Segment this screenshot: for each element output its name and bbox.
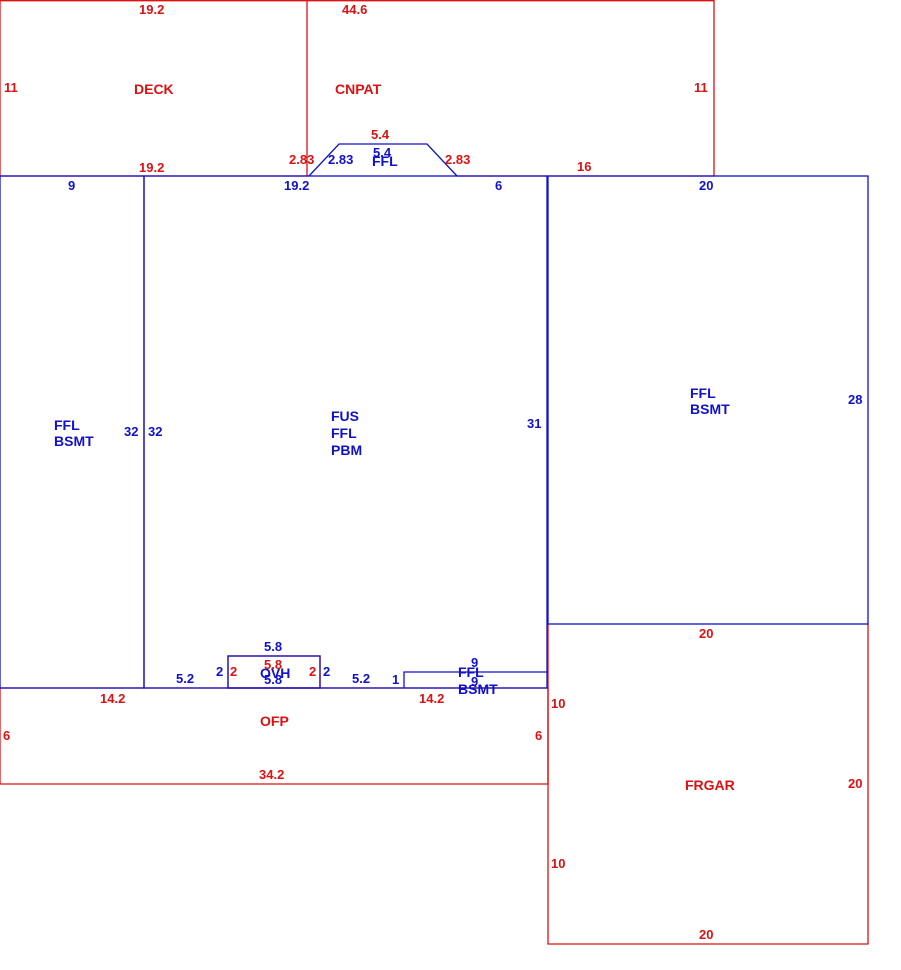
cnpat-label: CNPAT	[335, 81, 382, 97]
ofp-dim-top-right: 14.2	[419, 691, 444, 706]
cnpat-dim-top-bump: 5.4	[371, 127, 390, 142]
ofp-dim-top-left: 14.2	[100, 691, 125, 706]
ovh-dim-right-red: 2	[309, 664, 316, 679]
right-bsmt-outline	[547, 175, 869, 625]
ofp-dim-left: 6	[3, 728, 10, 743]
bump-label: FFL	[372, 153, 398, 169]
main-dim-right: 31	[527, 416, 541, 431]
right-bsmt-dim-top: 20	[699, 178, 713, 193]
ovh-dim-left-blue: 2	[216, 664, 223, 679]
right-bsmt-label-2: BSMT	[690, 401, 730, 417]
main-dim-bottom-right: 5.2	[352, 671, 370, 686]
main-outline	[143, 175, 548, 689]
deck-dim-top: 19.2	[139, 2, 164, 17]
left-bsmt-dim-top: 9	[68, 178, 75, 193]
frgar-label: FRGAR	[685, 777, 735, 793]
ofp-dim-bottom: 34.2	[259, 767, 284, 782]
ovh-dim-left-red: 2	[230, 664, 237, 679]
right-bsmt-label-1: FFL	[690, 385, 716, 401]
ofp-label: OFP	[260, 713, 289, 729]
main-label-1: FUS	[331, 408, 359, 424]
cnpat-outline	[307, 0, 715, 176]
ovh-outline-blue	[227, 655, 321, 689]
ovh-dim-top-red: 5.8	[264, 657, 282, 672]
ofp-dim-right: 6	[535, 728, 542, 743]
cnpat-dim-bottom: 16	[577, 159, 591, 174]
small-bsmt-label-2: BSMT	[458, 681, 498, 697]
main-label-2: FFL	[331, 425, 357, 441]
cnpat-dim-right: 11	[694, 80, 708, 95]
small-bsmt-dim-top: 9	[471, 655, 478, 670]
left-bsmt-label-1: FFL	[54, 417, 80, 433]
cnpat-dim-slant-left: 2.83	[289, 152, 314, 167]
ovh-dim-right-blue: 2	[323, 664, 330, 679]
deck-dim-bottom: 19.2	[139, 160, 164, 175]
small-bsmt-dim-side: 9	[471, 674, 478, 689]
deck-outline	[0, 0, 308, 176]
cnpat-dim-slant-right: 2.83	[445, 152, 470, 167]
bump-outline	[308, 143, 458, 177]
frgar-dim-right: 20	[848, 776, 862, 791]
main-dim-step: 1	[392, 672, 399, 687]
right-bsmt-dim-right: 28	[848, 392, 862, 407]
main-dim-top: 19.2	[284, 178, 309, 193]
small-bsmt-label-1: FFL	[458, 664, 484, 680]
ovh-dim-top-blue: 5.8	[264, 639, 282, 654]
frgar-dim-top: 20	[699, 626, 713, 641]
left-bsmt-label-2: BSMT	[54, 433, 94, 449]
frgar-outline	[547, 624, 869, 945]
frgar-dim-left-upper: 10	[551, 696, 565, 711]
main-dim-bottom-left: 5.2	[176, 671, 194, 686]
deck-dim-left: 11	[4, 80, 18, 95]
bump-dim-top: 5.4	[373, 145, 392, 160]
main-dim-left: 32	[148, 424, 162, 439]
blue-outlines	[0, 143, 869, 689]
main-label-3: PBM	[331, 442, 362, 458]
bump-dim-right: 6	[495, 178, 502, 193]
cnpat-dim-top: 44.6	[342, 2, 367, 17]
red-outlines	[0, 0, 869, 945]
ovh-label: OVH	[260, 665, 290, 681]
frgar-dim-bottom: 20	[699, 927, 713, 942]
bump-dim-left: 2.83	[328, 152, 353, 167]
small-bsmt-outline	[403, 671, 548, 688]
deck-label: DECK	[134, 81, 174, 97]
ovh-dim-bottom: 5.8	[264, 672, 282, 687]
left-bsmt-dim-right: 32	[124, 424, 138, 439]
frgar-dim-left-lower: 10	[551, 856, 565, 871]
